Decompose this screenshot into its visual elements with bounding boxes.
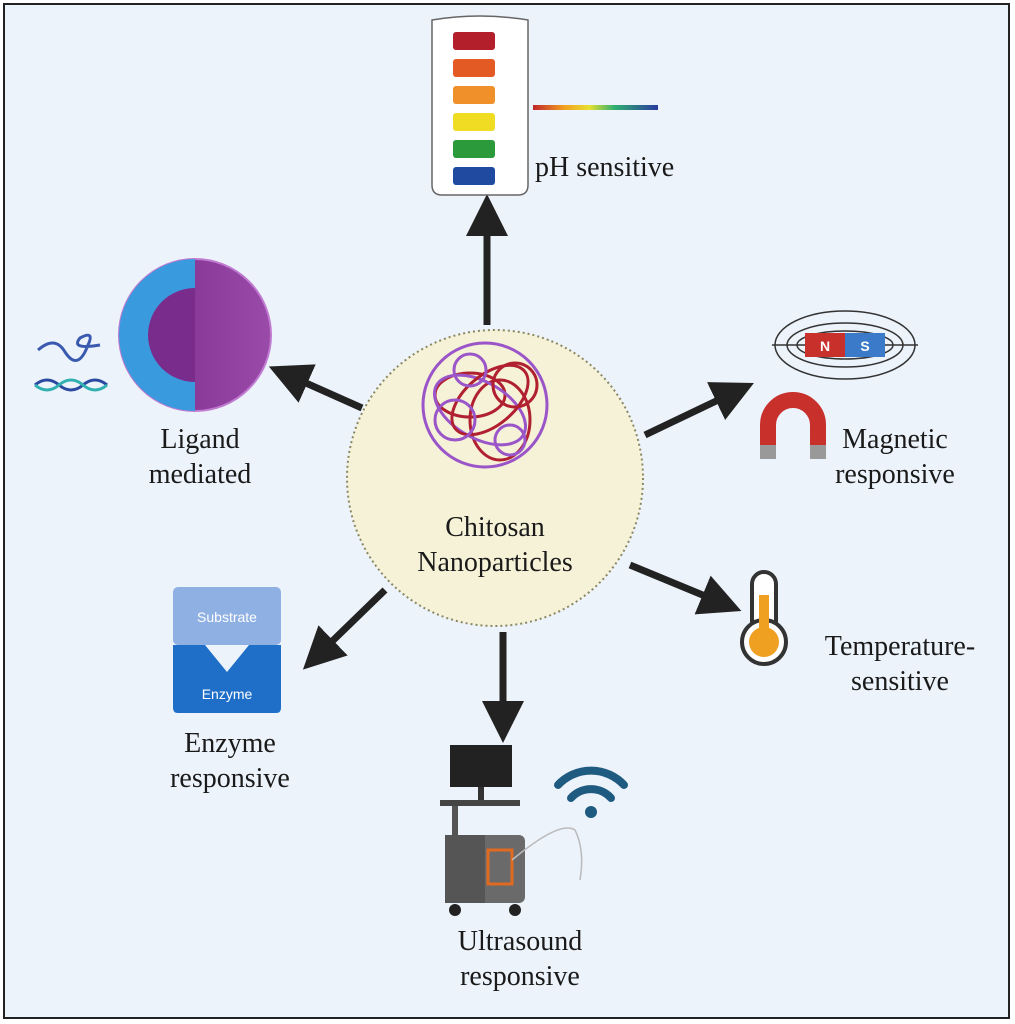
center-line1: Chitosan xyxy=(445,512,545,543)
north-pole-label: N xyxy=(820,338,830,354)
ultrasound-line1: Ultrasound xyxy=(457,926,583,957)
magnet-field-icon: N S xyxy=(772,310,918,380)
dna-icon xyxy=(34,333,108,392)
ph-scale-bar xyxy=(533,105,658,110)
ligand-line2: mediated xyxy=(148,459,252,490)
ultrasound-line2: responsive xyxy=(460,961,580,992)
ligand-line1: Ligand xyxy=(160,424,240,455)
center-circle xyxy=(346,329,644,627)
magnetic-line2: responsive xyxy=(835,459,955,490)
enzyme-line2: responsive xyxy=(170,763,290,794)
temperature-line1: Temperature- xyxy=(824,631,976,662)
ultrasound-machine-icon xyxy=(440,745,583,916)
center-line2: Nanoparticles xyxy=(417,547,573,578)
ligand-label: Ligand mediated xyxy=(125,422,275,492)
thermometer-icon xyxy=(740,570,788,666)
ligand-nanoparticle-icon xyxy=(118,258,272,412)
arrows xyxy=(268,194,754,743)
temperature-line2: sensitive xyxy=(851,666,949,697)
wireless-signal-icon xyxy=(554,766,628,818)
enzyme-label: Enzyme responsive xyxy=(140,726,320,796)
arrow-magnetic xyxy=(643,382,754,439)
temperature-label: Temperature- sensitive xyxy=(805,629,995,699)
enzyme-box-label: Enzyme xyxy=(201,686,253,702)
substrate-label: Substrate xyxy=(197,609,257,625)
ph-strip-icon xyxy=(431,15,658,196)
south-pole-label: S xyxy=(860,338,869,354)
magnetic-label: Magnetic responsive xyxy=(815,422,975,492)
polymer-ball-icon xyxy=(421,341,549,469)
arrow-temperature xyxy=(628,561,742,615)
ultrasound-label: Ultrasound responsive xyxy=(430,924,610,994)
center-label: Chitosan Nanoparticles xyxy=(395,510,595,580)
enzyme-substrate-icon xyxy=(173,587,281,713)
arrow-enzyme xyxy=(302,587,388,670)
magnetic-line1: Magnetic xyxy=(842,424,948,455)
ph-label: pH sensitive xyxy=(535,152,675,183)
enzyme-line1: Enzyme xyxy=(184,728,276,759)
horseshoe-magnet-icon xyxy=(760,392,826,459)
arrow-ligand xyxy=(268,364,364,412)
